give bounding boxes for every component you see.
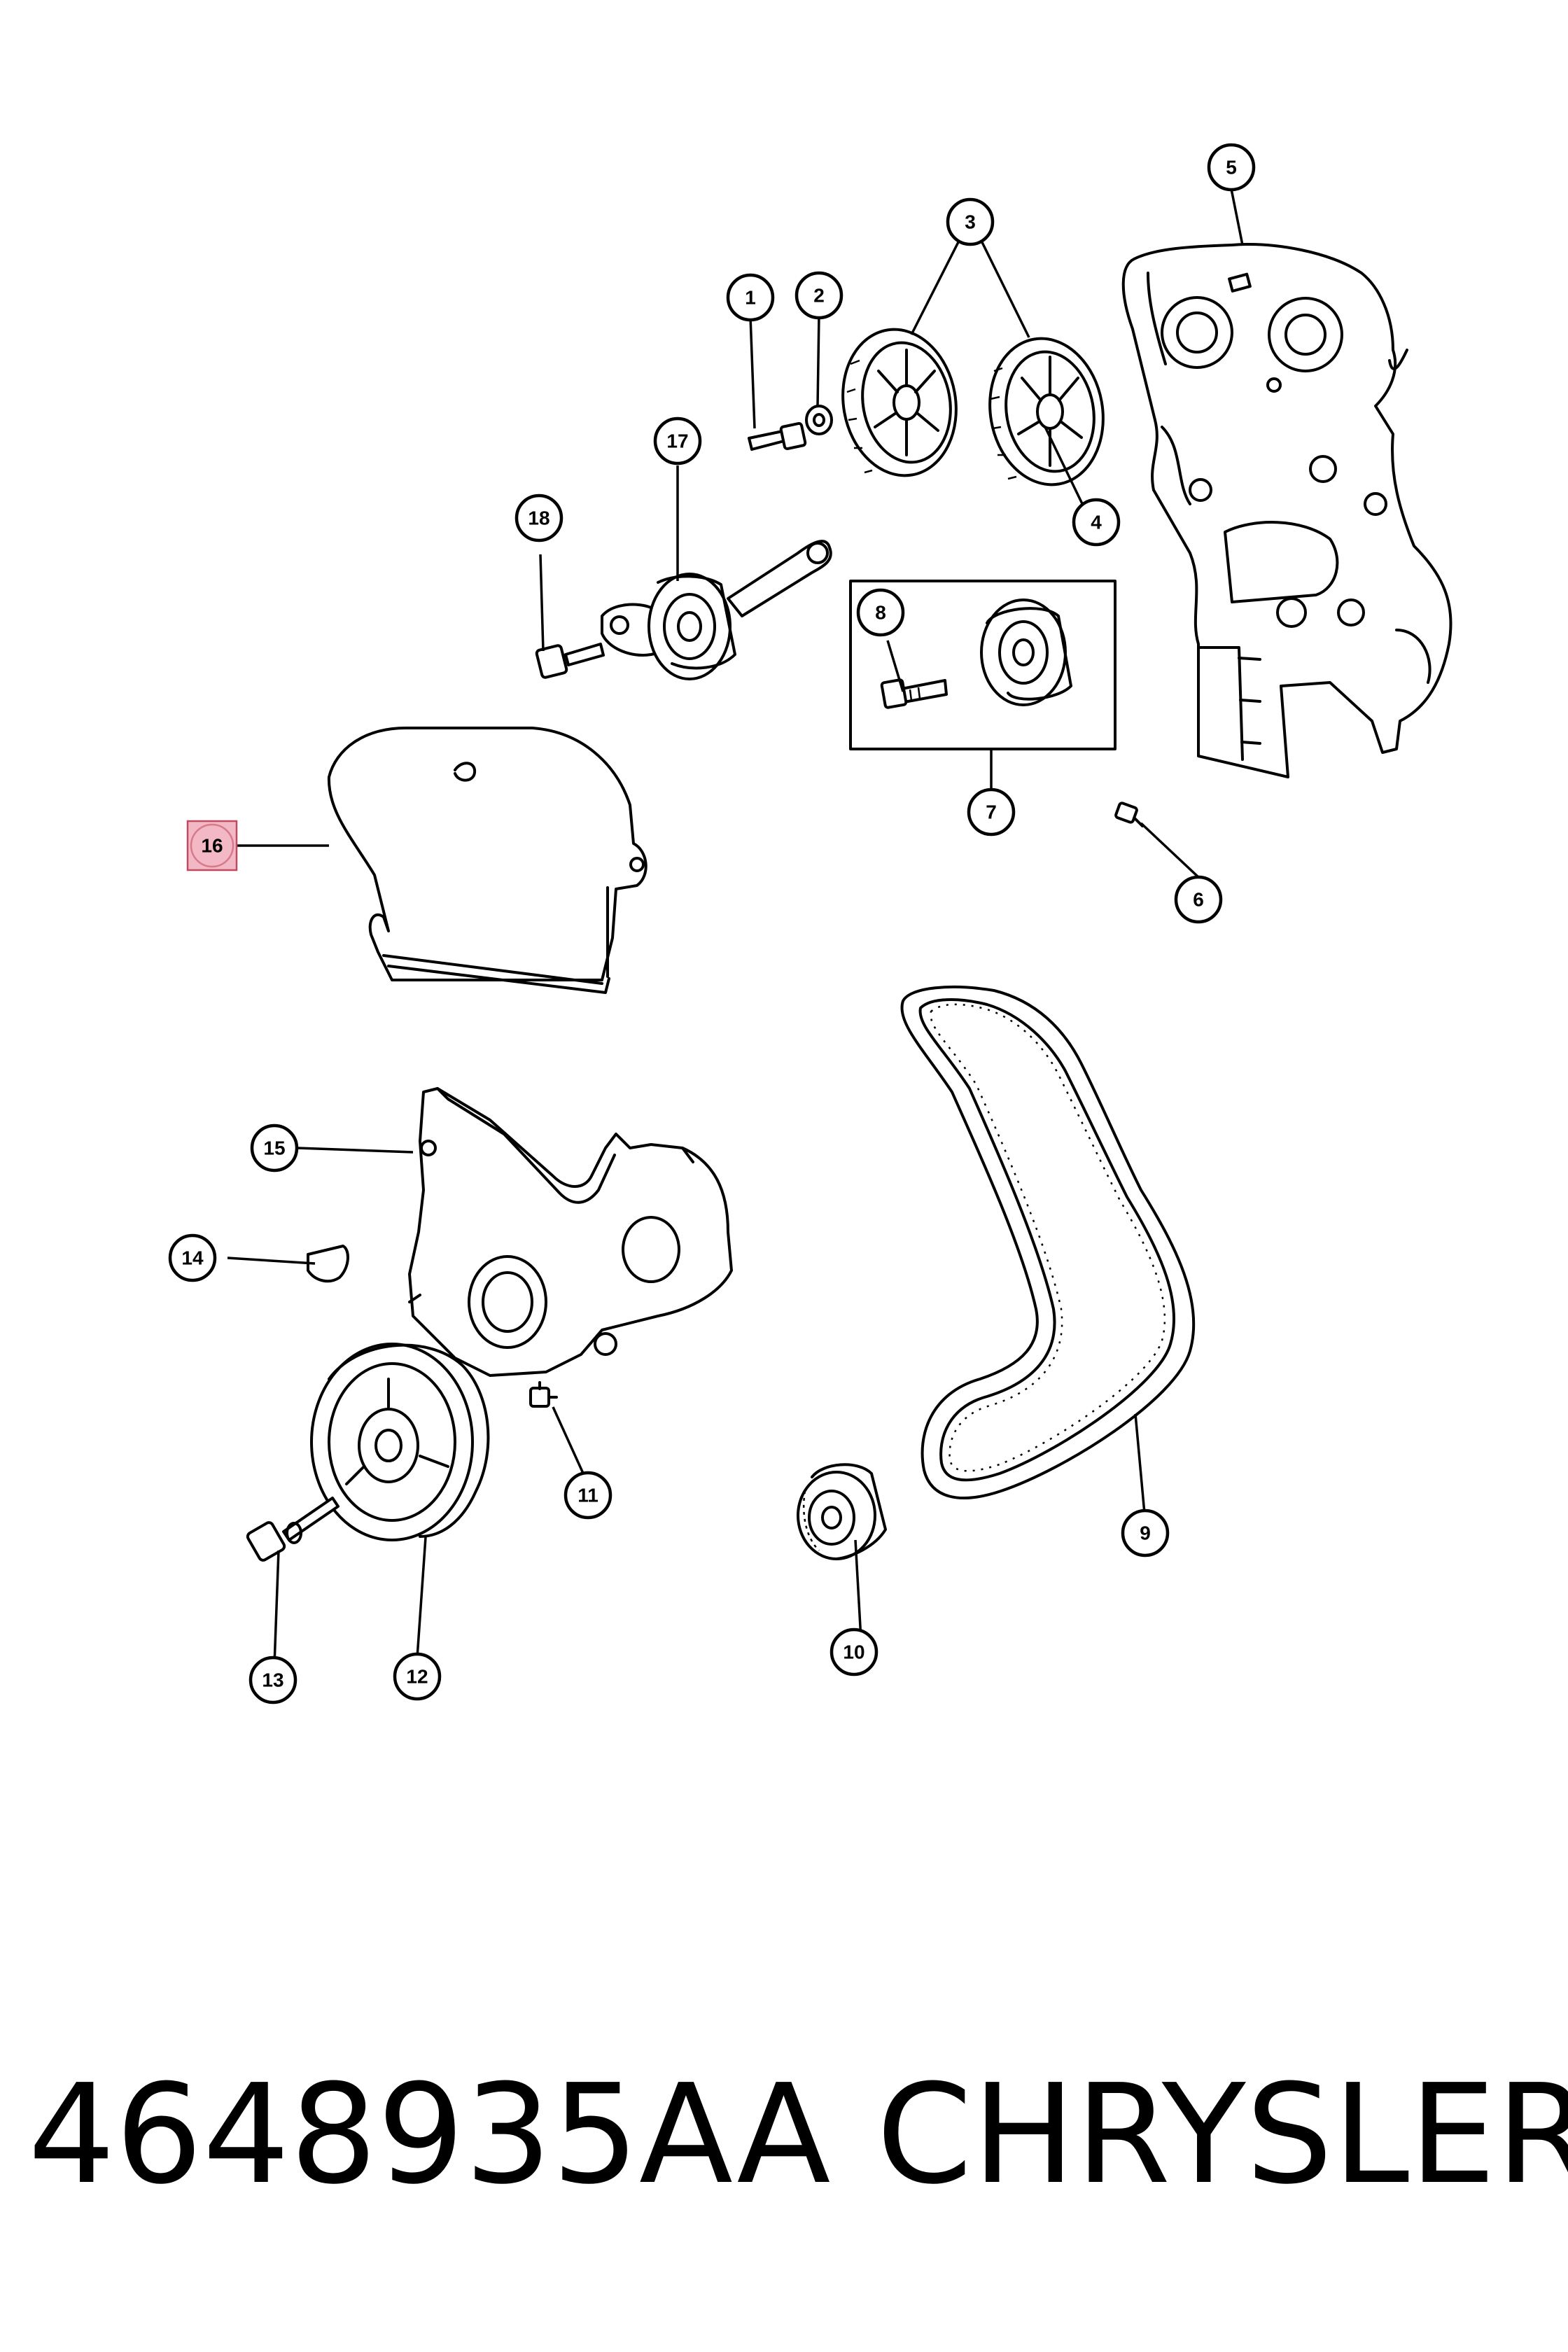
damper-bolt xyxy=(246,1497,340,1562)
callout-5[interactable]: 5 xyxy=(1207,143,1256,192)
svg-text:3: 3 xyxy=(965,211,976,233)
callout-15[interactable]: 15 xyxy=(250,1124,299,1172)
callout-8[interactable]: 8 xyxy=(856,588,905,637)
timing-belt xyxy=(900,986,1196,1499)
svg-text:18: 18 xyxy=(528,507,550,529)
callout-6[interactable]: 6 xyxy=(1174,875,1223,924)
callout-1[interactable]: 1 xyxy=(726,273,775,322)
camshaft-sprocket-left xyxy=(841,328,958,477)
svg-text:6: 6 xyxy=(1193,889,1204,911)
callout-12[interactable]: 12 xyxy=(393,1652,442,1701)
brand-name: CHRYSLER xyxy=(876,2055,1568,2215)
cover-bolt xyxy=(529,1381,558,1408)
svg-text:8: 8 xyxy=(875,602,886,624)
camshaft-bolt xyxy=(748,421,807,451)
rear-timing-cover xyxy=(1121,243,1452,778)
svg-text:12: 12 xyxy=(406,1666,428,1688)
svg-text:11: 11 xyxy=(578,1485,598,1506)
svg-text:9: 9 xyxy=(1140,1522,1151,1544)
svg-text:16: 16 xyxy=(201,835,223,857)
svg-text:5: 5 xyxy=(1226,157,1237,178)
callout-14[interactable]: 14 xyxy=(168,1233,217,1282)
callout-4[interactable]: 4 xyxy=(1072,498,1121,547)
svg-text:4: 4 xyxy=(1091,512,1102,533)
callout-18[interactable]: 18 xyxy=(514,493,564,542)
camshaft-sprocket-right xyxy=(988,337,1105,486)
svg-text:13: 13 xyxy=(262,1670,284,1691)
callout-17[interactable]: 17 xyxy=(653,416,702,465)
leader-lines xyxy=(227,188,1244,1665)
crankshaft-sprocket xyxy=(797,1463,887,1560)
callout-11[interactable]: 11 xyxy=(564,1471,612,1520)
callout-3[interactable]: 3 xyxy=(946,197,995,246)
callout-9[interactable]: 9 xyxy=(1121,1508,1170,1558)
stud-nut xyxy=(1114,802,1144,827)
svg-text:15: 15 xyxy=(263,1138,285,1159)
callout-10[interactable]: 10 xyxy=(830,1628,878,1676)
callouts: 1 2 3 4 5 6 7 8 xyxy=(168,143,1256,1704)
callout-2[interactable]: 2 xyxy=(794,271,844,320)
crankshaft-damper xyxy=(310,1343,490,1541)
svg-text:14: 14 xyxy=(181,1247,204,1269)
tensioner-kit-box xyxy=(849,580,1116,750)
idler-pulley-bracket xyxy=(601,540,832,680)
callout-13[interactable]: 13 xyxy=(248,1656,298,1704)
lower-timing-cover xyxy=(408,1087,733,1377)
svg-text:2: 2 xyxy=(813,285,825,307)
svg-text:1: 1 xyxy=(745,287,756,309)
callout-7[interactable]: 7 xyxy=(967,788,1016,836)
bracket-bolt xyxy=(535,643,605,679)
woodruff-key xyxy=(307,1245,349,1283)
washer xyxy=(805,405,833,435)
part-number: 4648935AA xyxy=(28,2055,831,2215)
callout-16[interactable]: 16 xyxy=(186,820,238,872)
svg-text:7: 7 xyxy=(986,802,997,823)
svg-text:10: 10 xyxy=(843,1642,864,1663)
svg-text:17: 17 xyxy=(666,430,688,452)
front-upper-timing-cover xyxy=(327,727,648,994)
